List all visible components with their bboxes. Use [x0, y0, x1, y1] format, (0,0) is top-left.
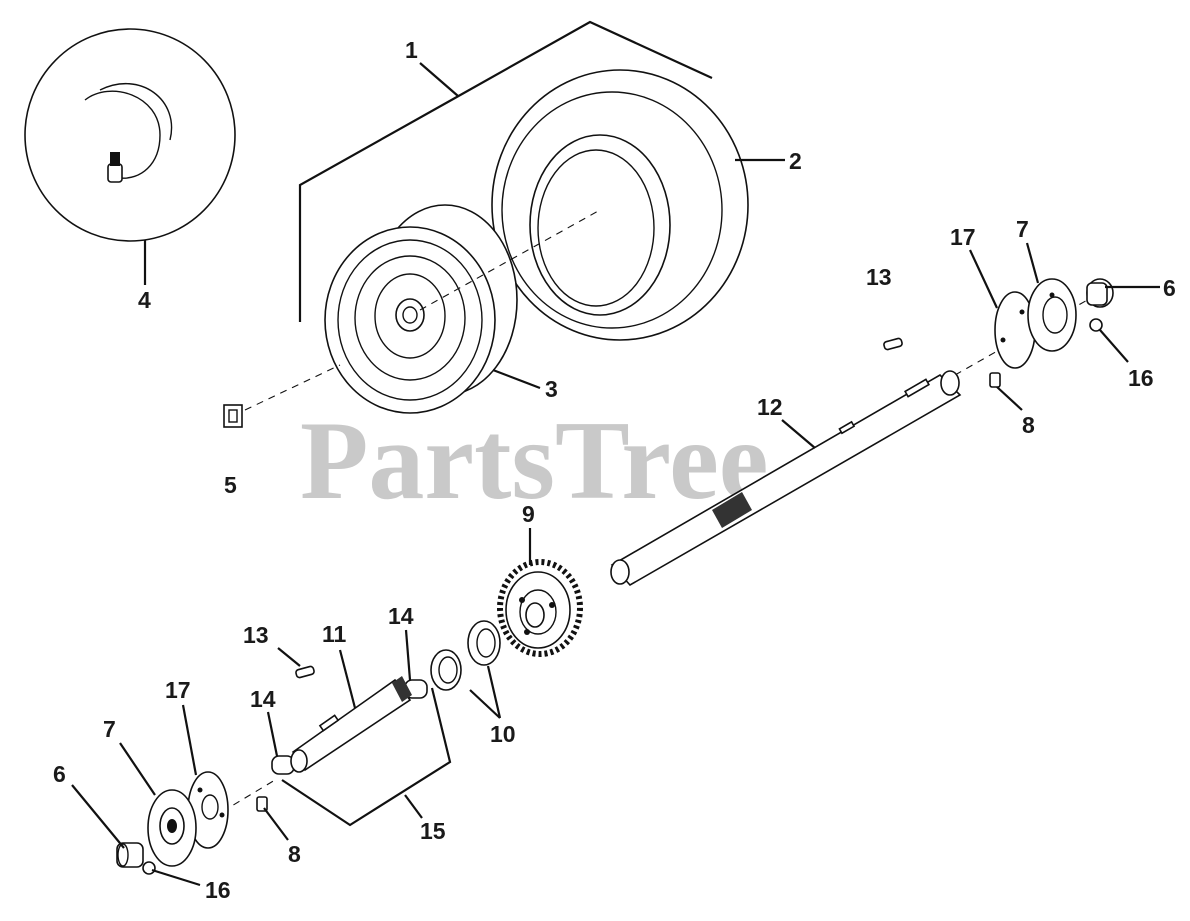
wheel-rim — [324, 204, 518, 414]
right-collar — [1086, 278, 1114, 308]
tire — [491, 69, 749, 341]
gear — [497, 559, 583, 657]
callout-8-right: 8 — [1022, 412, 1035, 438]
callout-9: 9 — [522, 501, 535, 527]
left-collar — [116, 842, 144, 868]
callout-14-lower: 14 — [250, 686, 276, 712]
key-lower — [295, 665, 315, 679]
key-upper — [883, 337, 903, 351]
left-bearing-plate — [187, 771, 229, 849]
callout-10: 10 — [490, 721, 516, 747]
left-nut — [142, 861, 156, 875]
callout-6-left: 6 — [53, 761, 66, 787]
callout-14-upper: 14 — [388, 603, 414, 629]
callout-16-left: 16 — [205, 877, 231, 903]
washer-rear — [467, 620, 501, 666]
main-axle — [610, 370, 962, 587]
left-bolt — [256, 796, 268, 812]
inner-tube — [24, 28, 236, 242]
callout-16-right: 16 — [1128, 365, 1154, 391]
stub-axle — [290, 676, 412, 773]
callout-5: 5 — [224, 472, 237, 498]
callout-8-left: 8 — [288, 841, 301, 867]
leader-lines — [71, 20, 1160, 887]
callout-6-right: 6 — [1163, 275, 1176, 301]
callout-15: 15 — [420, 818, 446, 844]
callout-4: 4 — [138, 287, 151, 313]
callout-17-left: 17 — [165, 677, 191, 703]
right-nut — [1089, 318, 1103, 332]
callout-11: 11 — [322, 621, 347, 647]
callouts: 1 2 3 4 5 6 6 7 7 8 8 9 10 11 12 13 13 1… — [53, 37, 1176, 903]
callout-7-right: 7 — [1016, 216, 1029, 242]
callout-13-lower: 13 — [243, 622, 269, 648]
callout-12: 12 — [757, 394, 783, 420]
right-flange-bearing — [1027, 278, 1077, 352]
callout-3: 3 — [545, 376, 558, 402]
callout-2: 2 — [789, 148, 802, 174]
washer-front — [430, 649, 462, 691]
valve-clip — [223, 404, 243, 428]
callout-17-right: 17 — [950, 224, 976, 250]
watermark-text: PartsTree — [300, 399, 769, 523]
left-flange-bearing — [147, 789, 197, 867]
right-bearing-plate — [994, 291, 1036, 369]
right-bolt — [989, 372, 1001, 388]
callout-7-left: 7 — [103, 716, 116, 742]
callout-1: 1 — [405, 37, 418, 63]
callout-13-upper: 13 — [866, 264, 892, 290]
